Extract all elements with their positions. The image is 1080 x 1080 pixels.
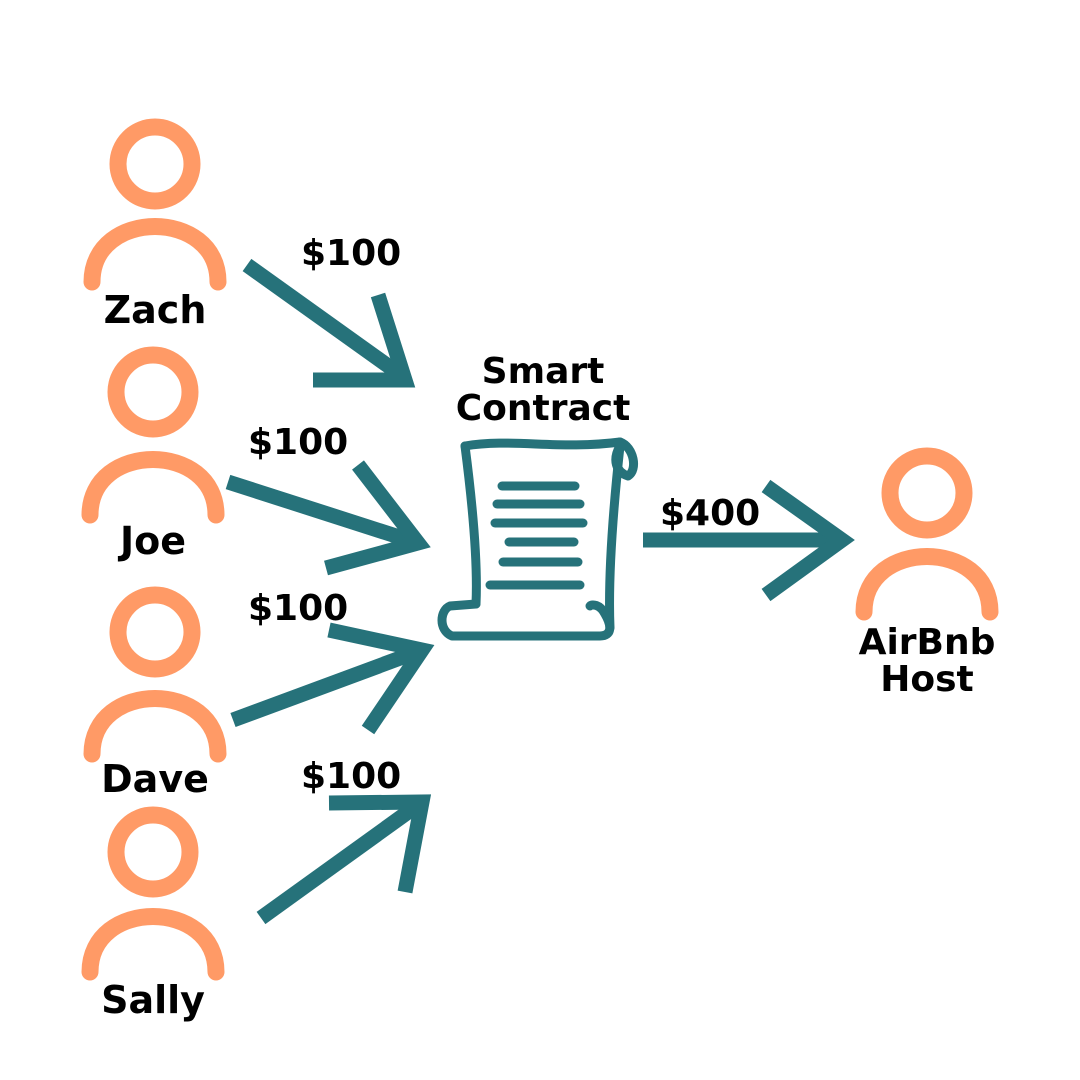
person-icon [83, 118, 227, 291]
payment-amount: $100 [301, 233, 402, 274]
arrow-icon [230, 622, 435, 735]
arrow-icon [643, 479, 855, 602]
person-icon [81, 806, 225, 981]
contract-label: Smart Contract [456, 353, 631, 427]
person-icon [855, 447, 999, 621]
recipient-label-line1: AirBnb [858, 622, 996, 663]
contract-label-line2: Contract [455, 388, 631, 429]
contract-text-lines [485, 481, 588, 590]
person-icon [81, 346, 225, 524]
person-icon [83, 586, 227, 763]
recipient-label: AirBnb Host [859, 624, 996, 698]
person-name: Zach [103, 288, 207, 332]
contract-scroll-icon [437, 437, 639, 641]
payout-amount: $400 [660, 493, 761, 534]
recipient-label-line2: Host [880, 659, 974, 700]
arrow-icon [256, 794, 432, 925]
person-name: Sally [101, 978, 205, 1022]
payment-amount: $100 [248, 422, 349, 463]
payment-amount: $100 [248, 588, 349, 629]
arrow-icon [242, 258, 416, 388]
contract-label-line1: Smart [481, 351, 605, 392]
person-name: Joe [119, 519, 187, 563]
payment-amount: $100 [301, 756, 402, 797]
person-name: Dave [101, 757, 209, 801]
arrow-icon [225, 460, 431, 576]
